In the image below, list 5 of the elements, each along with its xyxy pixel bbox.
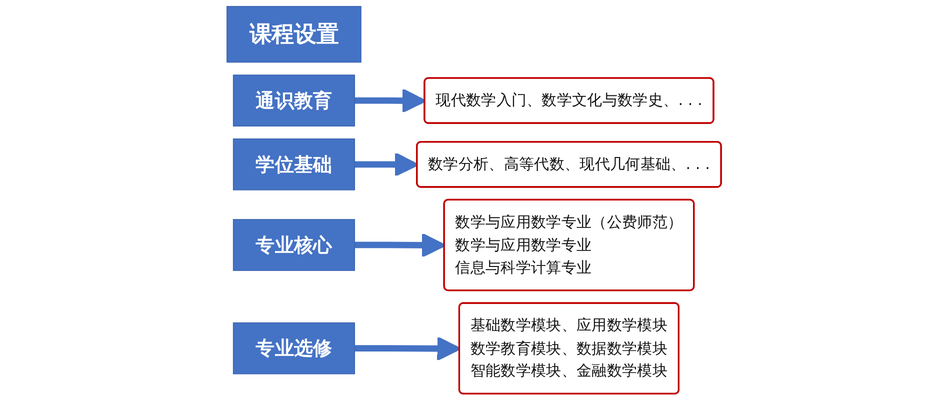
node-box: 专业核心 (232, 219, 356, 271)
node-box: 课程设置 (226, 6, 362, 63)
node-box: 通识教育 (232, 74, 356, 126)
node-box: 学位基础 (232, 138, 356, 190)
node-box: 专业选修 (232, 322, 356, 374)
